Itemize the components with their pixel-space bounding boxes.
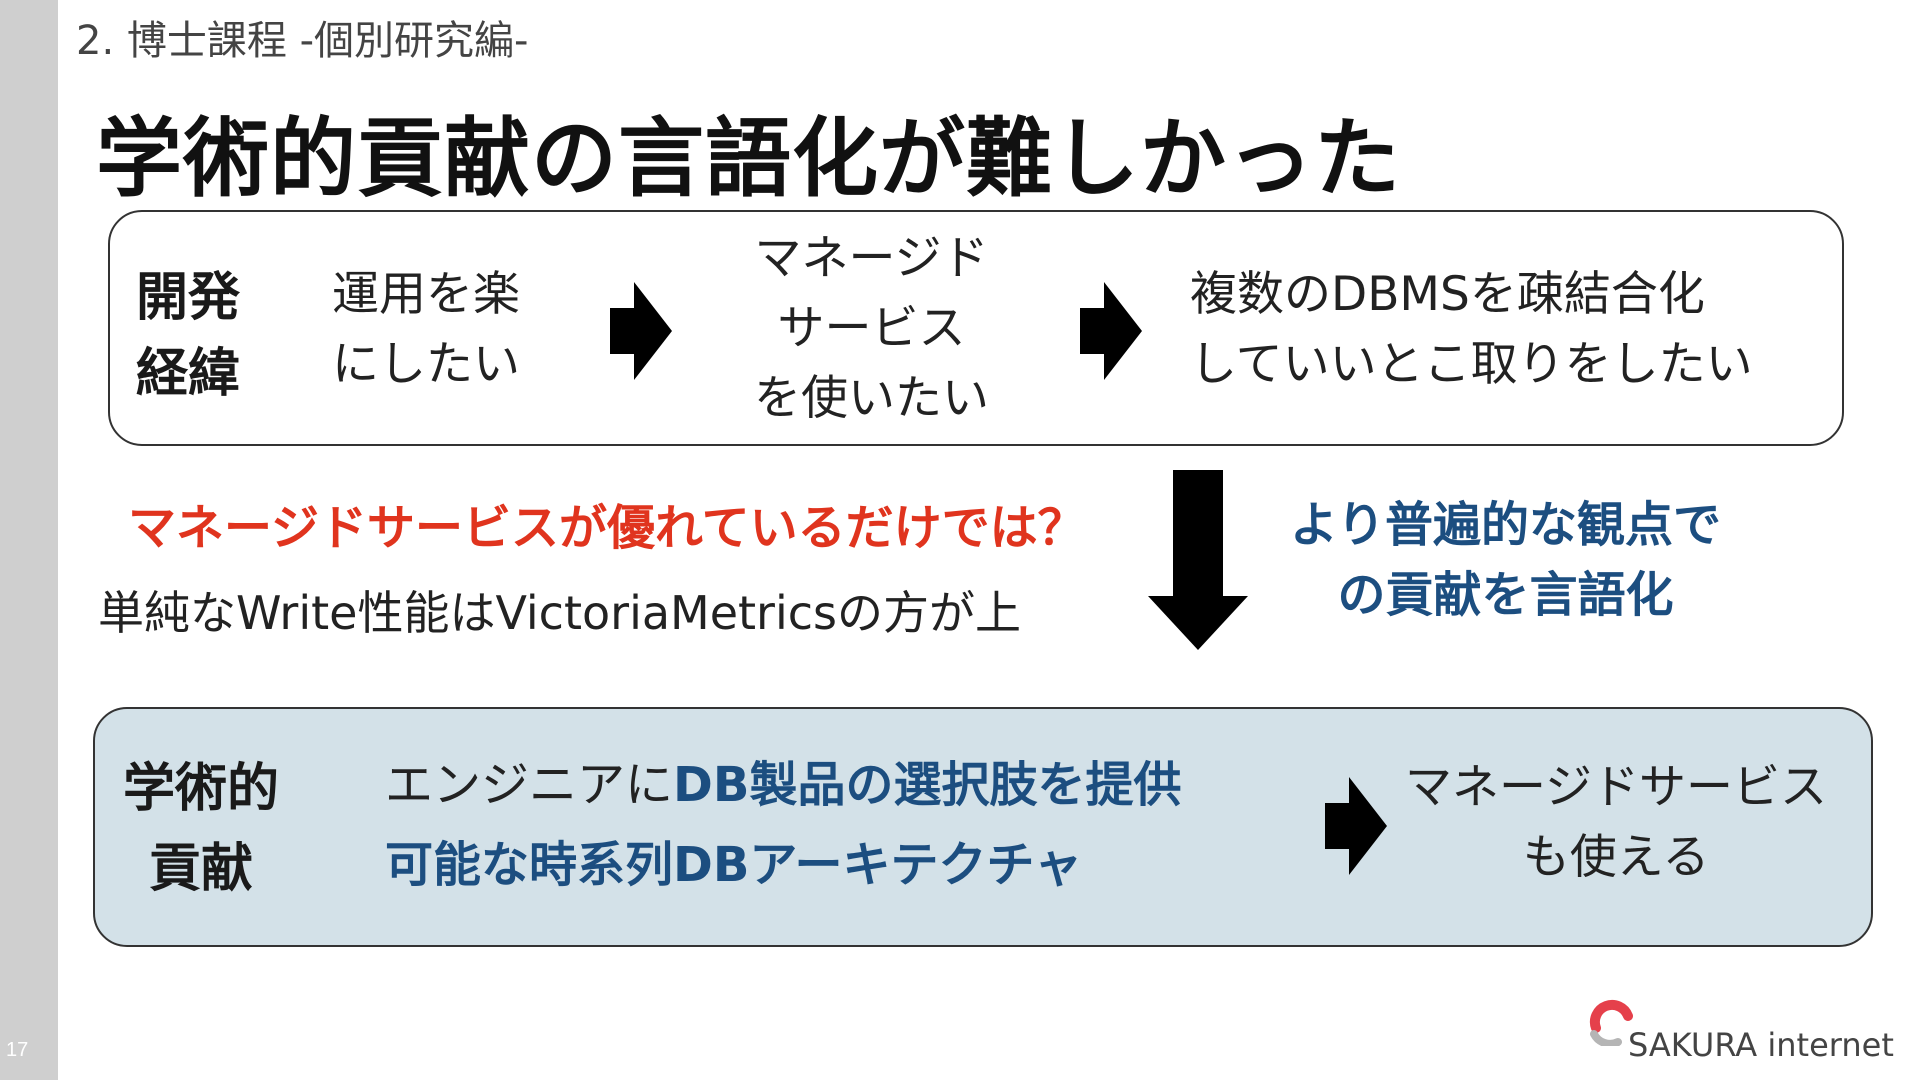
academic-contribution-box: 学術的 貢献 エンジニアにDB製品の選択肢を提供 可能な時系列DBアーキテクチャ… bbox=[93, 707, 1873, 947]
insight-line2: の貢献を言語化 bbox=[1337, 567, 1674, 623]
sakura-internet-logo: SAKURA internet bbox=[1588, 998, 1894, 1068]
development-heading-line2: 経緯 bbox=[136, 344, 241, 404]
insight-line1: より普遍的な観点で bbox=[1290, 497, 1722, 553]
contribution-heading-line2: 貢献 bbox=[149, 839, 254, 899]
arrow-right-icon bbox=[1325, 777, 1387, 875]
development-heading: 開発 経緯 bbox=[136, 260, 240, 412]
development-history-box: 開発 経緯 運用を楽 にしたい マネージド サービス を使いたい 複数のDBMS… bbox=[108, 210, 1844, 446]
arrow-right-icon bbox=[1080, 282, 1142, 380]
contribution-line1-prefix: エンジニアに bbox=[385, 757, 674, 813]
step-easy-operation-line2: にしたい bbox=[332, 337, 520, 392]
development-heading-line1: 開発 bbox=[136, 268, 241, 328]
sidebar-strip: 17 bbox=[0, 0, 58, 1080]
section-label: 2. 博士課程 -個別研究編- bbox=[76, 18, 529, 64]
arrow-down-icon bbox=[1148, 470, 1248, 650]
step-managed-service: マネージド サービス を使いたい bbox=[754, 224, 989, 434]
step-loose-coupling-line2: していいとこ取りをしたい bbox=[1190, 337, 1753, 392]
contribution-result-line1: マネージドサービス bbox=[1405, 760, 1828, 815]
arrow-right-icon bbox=[610, 282, 672, 380]
contribution-heading-line1: 学術的 bbox=[123, 759, 280, 819]
contribution-result: マネージドサービス も使える bbox=[1405, 753, 1827, 893]
contribution-statement: エンジニアにDB製品の選択肢を提供 可能な時系列DBアーキテクチャ bbox=[385, 745, 1181, 905]
step-loose-coupling-line1: 複数のDBMSを疎結合化 bbox=[1190, 267, 1705, 322]
logo-text: SAKURA internet bbox=[1628, 1026, 1894, 1064]
step-managed-service-line1: マネージド bbox=[754, 231, 989, 286]
contribution-line2: 可能な時系列DBアーキテクチャ bbox=[385, 837, 1083, 893]
contribution-heading: 学術的 貢献 bbox=[123, 749, 279, 909]
slide-title: 学術的貢献の言語化が難しかった bbox=[96, 109, 1401, 209]
step-managed-service-line3: を使いたい bbox=[754, 371, 989, 426]
question-text: マネージドサービスが優れているだけでは？ bbox=[128, 500, 1086, 556]
contribution-line1-emphasis: DB製品の選択肢を提供 bbox=[673, 757, 1182, 813]
step-managed-service-line2: サービス bbox=[777, 301, 966, 356]
sakura-logo-icon bbox=[1589, 999, 1633, 1046]
step-easy-operation: 運用を楽 にしたい bbox=[332, 260, 520, 400]
step-loose-coupling: 複数のDBMSを疎結合化 していいとこ取りをしたい bbox=[1190, 260, 1753, 400]
contribution-result-line2: も使える bbox=[1522, 830, 1710, 885]
step-easy-operation-line1: 運用を楽 bbox=[332, 267, 520, 322]
contribution-line1: エンジニアにDB製品の選択肢を提供 bbox=[385, 745, 1181, 825]
write-performance-note: 単純なWrite性能はVictoriaMetricsの方が上 bbox=[98, 586, 1022, 640]
page-number: 17 bbox=[6, 1039, 29, 1061]
insight-text: より普遍的な観点で の貢献を言語化 bbox=[1290, 490, 1721, 630]
